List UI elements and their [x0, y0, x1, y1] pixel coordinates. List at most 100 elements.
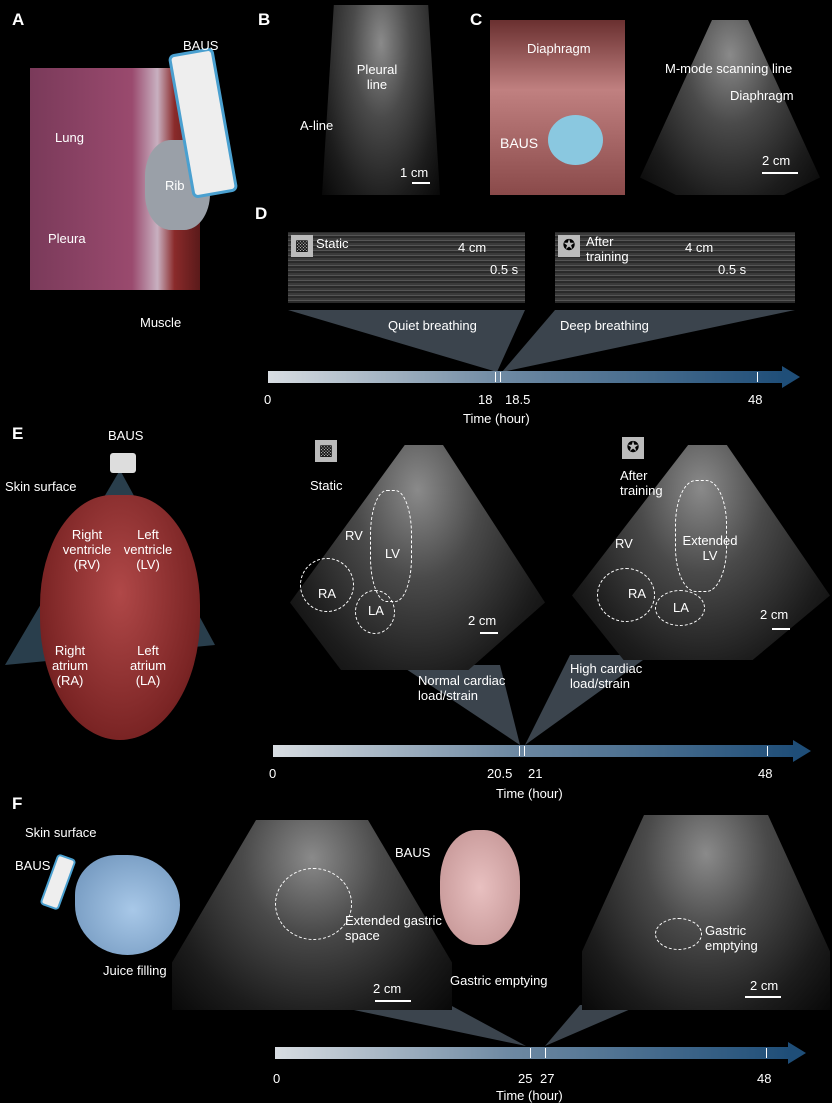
tick-label: 0: [264, 392, 272, 407]
label-high-load: High cardiac load/strain: [570, 661, 643, 691]
axis-label: Time (hour): [496, 1088, 563, 1103]
tick: [495, 372, 496, 382]
tick-label: 0: [269, 766, 277, 781]
axis-label: Time (hour): [463, 411, 530, 426]
timeline-bar: [275, 1042, 806, 1064]
ra-outline: [597, 568, 655, 622]
mmode-static-image: [288, 232, 525, 303]
panel-label-c: C: [470, 10, 483, 29]
label-pleural-line: Pleural line: [356, 62, 398, 92]
tick-label: 21: [528, 766, 543, 781]
tick-label: 48: [758, 766, 773, 781]
scale-label: 1 cm: [400, 165, 429, 180]
tick: [757, 372, 758, 382]
tick-label: 27: [540, 1071, 555, 1086]
label-lung: Lung: [55, 130, 84, 145]
heart-illustration: [40, 495, 200, 740]
baus-device-icon: [548, 115, 603, 165]
label-extended-lv: Extended LV: [682, 533, 738, 563]
tick: [524, 746, 525, 756]
gastric-space-outline: [275, 868, 352, 940]
scale-x-label: 0.5 s: [718, 262, 747, 277]
tick: [530, 1048, 531, 1058]
la-outline: [655, 590, 705, 626]
seated-person-icon: ▩: [291, 235, 313, 257]
label-pleura: Pleura: [48, 231, 86, 246]
label-a-line: A-line: [300, 118, 334, 133]
label-normal-load: Normal cardiac load/strain: [418, 673, 506, 703]
label-skin-surface: Skin surface: [5, 479, 77, 494]
label-rv: RV: [615, 536, 633, 551]
label-right-atrium: Right atrium (RA): [51, 643, 89, 688]
scale-label: 2 cm: [373, 981, 402, 996]
scale-label: 2 cm: [762, 153, 791, 168]
label-static: Static: [310, 478, 343, 493]
wedge-deep: [502, 310, 795, 372]
tick-label: 18.5: [505, 392, 531, 407]
baus-device-icon: [110, 453, 136, 473]
scale-bar: [745, 996, 781, 998]
label-left-ventricle: Left ventricle (LV): [123, 527, 173, 572]
running-person-icon: ✪: [558, 235, 580, 257]
tick-label: 48: [757, 1071, 772, 1086]
tick: [767, 746, 768, 756]
tick-label: 0: [273, 1071, 281, 1086]
panel-label-f: F: [12, 794, 23, 813]
mmode-training-image: [555, 232, 795, 303]
scale-label: 2 cm: [760, 607, 789, 622]
label-baus: BAUS: [183, 38, 219, 53]
scale-bar: [375, 1000, 411, 1002]
label-skin-surface: Skin surface: [25, 825, 97, 840]
label-diaphragm-ill: Diaphragm: [527, 41, 591, 56]
scale-y-label: 4 cm: [458, 240, 487, 255]
ra-outline: [300, 558, 354, 612]
label-quiet-breathing: Quiet breathing: [388, 318, 477, 333]
label-after-training: After training: [586, 234, 629, 264]
label-la: LA: [673, 600, 689, 615]
label-diaphragm-us: Diaphragm: [730, 88, 794, 103]
label-baus: BAUS: [15, 858, 51, 873]
label-baus: BAUS: [500, 135, 539, 151]
tick: [500, 372, 501, 382]
tick: [766, 1048, 767, 1058]
label-after-training: After training: [620, 468, 663, 498]
tick-label: 48: [748, 392, 763, 407]
scale-x-label: 0.5 s: [490, 262, 519, 277]
panel-label-d: D: [255, 204, 268, 223]
tick-label: 20.5: [487, 766, 513, 781]
lung-ultrasound-image: [322, 5, 440, 195]
label-gastric-emptying: Gastric emptying: [450, 973, 548, 988]
axis-label: Time (hour): [496, 786, 563, 801]
label-right-ventricle: Right ventricle (RV): [62, 527, 112, 572]
scale-label: 2 cm: [468, 613, 497, 628]
wedge-emptying: [545, 1005, 640, 1046]
label-juice-filling: Juice filling: [103, 963, 167, 978]
label-mmode-line: M-mode scanning line: [665, 61, 793, 76]
tick: [545, 1048, 546, 1058]
scale-bar: [772, 628, 790, 630]
panel-label-b: B: [258, 10, 271, 29]
lv-outline: [370, 490, 412, 602]
label-lv: LV: [385, 546, 400, 561]
panel-label-e: E: [12, 424, 24, 443]
scale-bar: [480, 632, 498, 634]
running-person-icon: ✪: [622, 437, 644, 459]
label-la: LA: [368, 603, 384, 618]
tick-label: 25: [518, 1071, 533, 1086]
stomach-filled-illustration: [75, 855, 180, 955]
label-rv: RV: [345, 528, 363, 543]
label-muscle: Muscle: [140, 315, 182, 330]
label-static: Static: [316, 236, 349, 251]
gastric-outline: [655, 918, 702, 950]
scale-y-label: 4 cm: [685, 240, 714, 255]
label-gastric-emptying-us: Gastric emptying: [705, 923, 758, 953]
seated-person-icon: ▩: [315, 440, 337, 462]
panel-label-a: A: [12, 10, 25, 29]
wedge-high: [525, 655, 650, 745]
diaphragm-illustration: [490, 20, 625, 195]
label-ra: RA: [318, 586, 337, 601]
lv-outline: [675, 480, 727, 592]
label-left-atrium: Left atrium (LA): [129, 643, 167, 688]
